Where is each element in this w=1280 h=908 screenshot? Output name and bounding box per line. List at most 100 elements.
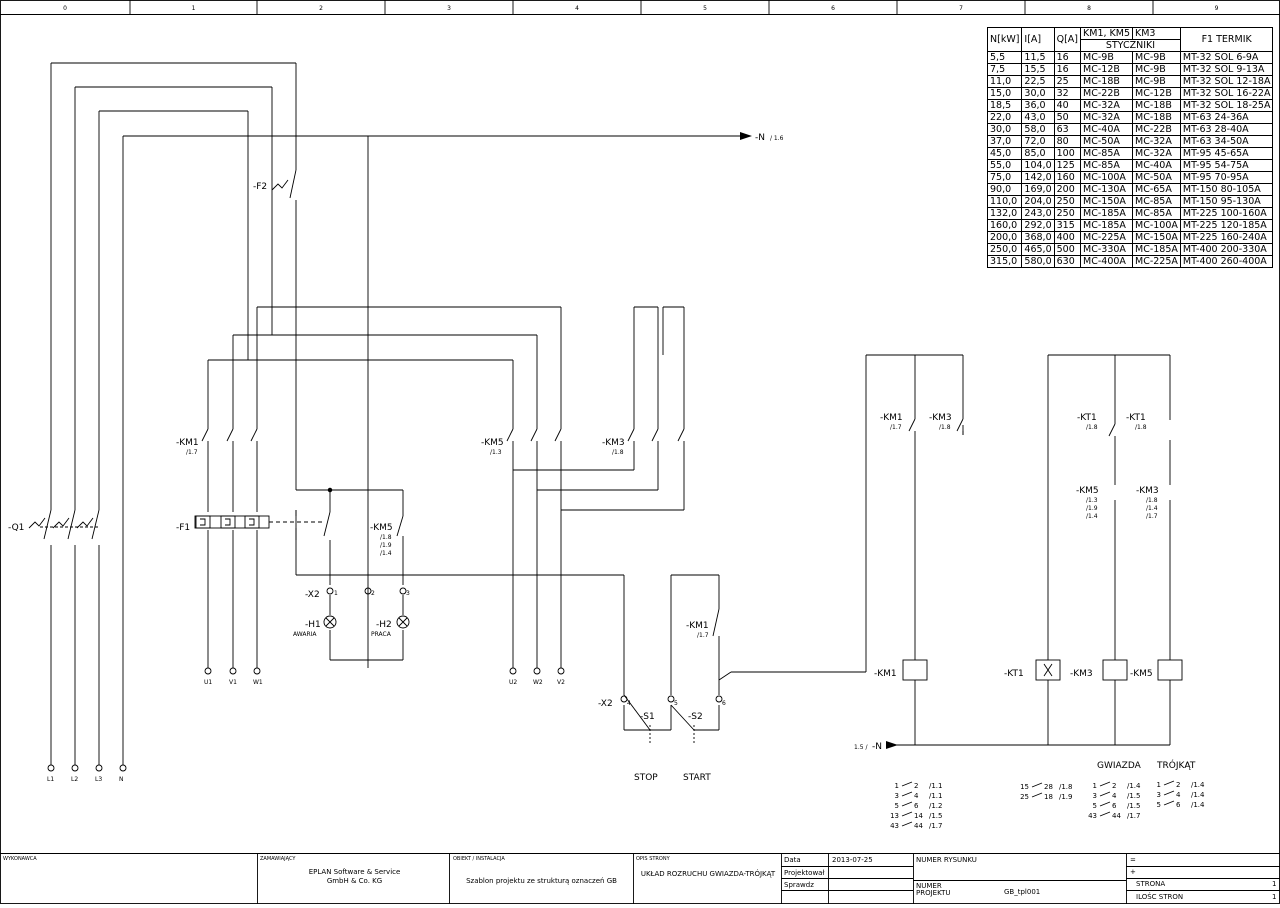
q1-label: -Q1 <box>8 523 24 533</box>
terminal-12 <box>399 587 407 595</box>
column-number: 3 <box>447 5 451 12</box>
x2-terminal-number: 3 <box>406 590 410 597</box>
km3-xref-to: 6 <box>1112 802 1117 810</box>
km1-xref-sym <box>901 781 913 787</box>
km5-xref-from: 5 <box>1157 801 1161 809</box>
terminal-8 <box>95 764 103 772</box>
col-current: I[A] <box>1021 27 1055 52</box>
contact-7-blade <box>651 428 659 442</box>
table-cell: 315,0 <box>986 255 1023 268</box>
table-cell: MC-9B <box>1132 63 1181 76</box>
km5-interlock-ref: /1.9 <box>1086 505 1098 512</box>
f2-thermal <box>271 179 289 191</box>
f1-bimetal-2 <box>249 518 255 526</box>
km5-interlock-label: -KM5 <box>1076 486 1099 496</box>
km3-xref-from: 43 <box>1088 812 1097 820</box>
tb-obiekt-label: OBIEKT / INSTALACJA <box>453 856 505 862</box>
km5-xref-ref: /1.4 <box>1191 791 1205 799</box>
motor1-terminal: V1 <box>229 679 237 686</box>
tb-eq-label: = <box>1130 856 1136 864</box>
km3-xref-ref: /1.7 <box>1127 812 1141 820</box>
km1-xref-ref: /1.1 <box>929 782 943 790</box>
contact-5-blade <box>554 428 562 442</box>
h1-name: AWARIA <box>293 631 317 638</box>
km3-xref-to: 44 <box>1112 812 1121 820</box>
km3-interlock-ref: /1.4 <box>1146 505 1158 512</box>
motor1-terminal: W1 <box>253 679 263 686</box>
kt1-xref-ref: /1.9 <box>1059 793 1073 801</box>
tb-zamawiajacy-value2: GmbH & Co. KG <box>326 877 383 885</box>
kt1-xref-from: 15 <box>1020 783 1029 791</box>
tb-ilosc-label: ILOŚC STRON <box>1136 893 1184 901</box>
motor2-terminal: W2 <box>533 679 543 686</box>
table-cell: 630 <box>1053 255 1082 268</box>
q1-blade-1 <box>67 509 76 540</box>
km5-xref-from: 1 <box>1157 781 1161 789</box>
terminal-13 <box>620 695 628 703</box>
x2-label: -X2 <box>305 590 320 600</box>
km3-xref-ref: /1.5 <box>1127 802 1141 810</box>
s1-label: -S1 <box>640 712 655 722</box>
n-in-label: -N <box>872 742 882 752</box>
km1-xref-to: 2 <box>914 782 918 790</box>
s2-link <box>670 704 695 731</box>
table-cell: 160 <box>1053 171 1082 184</box>
tb-plus-label: + <box>1130 868 1136 876</box>
terminal-6 <box>47 764 55 772</box>
contact-4-blade <box>530 428 538 442</box>
km5-xref-sym <box>1163 790 1175 796</box>
km3-xref-ref: /1.5 <box>1127 792 1141 800</box>
km5-xref-to: 6 <box>1176 801 1181 809</box>
km3-xref-sym <box>1099 791 1111 797</box>
h2-label: -H2 <box>376 620 392 630</box>
km5-xref-to: 4 <box>1176 791 1181 799</box>
tb-numer-rysunku-label: NUMER RYSUNKU <box>916 856 977 864</box>
km1-xref-from: 3 <box>895 792 899 800</box>
contact-3-blade <box>506 428 514 442</box>
contactor-selection-table: N[kW] I[A] Q[A] KM1, KM5 KM3 F1 TERMIK S… <box>986 27 1274 268</box>
kt1-xref-to: 18 <box>1044 793 1053 801</box>
km3-xref-sym <box>1099 801 1111 807</box>
terminal-15 <box>715 695 723 703</box>
km3-xref-to: 4 <box>1112 792 1117 800</box>
km1-xref-sym <box>901 821 913 827</box>
contact-0-blade <box>201 428 209 442</box>
supply-terminal: L1 <box>47 776 54 783</box>
table-cell: 580,0 <box>1021 255 1055 268</box>
col-breaker: Q[A] <box>1053 27 1082 52</box>
terminal-9 <box>119 764 127 772</box>
contact-10-blade <box>712 608 720 637</box>
table-cell: 16 <box>1053 51 1082 64</box>
column-number: 2 <box>319 5 323 12</box>
km1-xref-from: 13 <box>890 812 899 820</box>
terminal-2 <box>253 667 261 675</box>
km5-interlock-ref: /1.4 <box>1086 513 1098 520</box>
terminal-0 <box>204 667 212 675</box>
km3-xref-to: 2 <box>1112 782 1116 790</box>
table-cell: 100 <box>1053 147 1082 160</box>
tb-strona-value: 1 <box>1272 880 1277 888</box>
f2-blade <box>289 169 297 199</box>
terminal-4 <box>533 667 541 675</box>
tb-data-label: Data <box>784 856 801 864</box>
x2-terminal-number: 2 <box>371 590 375 597</box>
km1-xref-sym <box>901 791 913 797</box>
lamp-0 <box>323 615 337 629</box>
f1-no-blade <box>323 511 331 537</box>
terminal-1 <box>229 667 237 675</box>
km1-xref-ref: /1.5 <box>929 812 943 820</box>
contact-12-blade <box>956 418 964 432</box>
table-cell: MC-85A <box>1132 195 1181 208</box>
kt1-xref-from: 25 <box>1020 793 1029 801</box>
km5-xref-ref: /1.4 <box>1191 781 1205 789</box>
km5-xref-sym <box>1163 780 1175 786</box>
km1-ref: /1.7 <box>186 449 198 456</box>
km5-xref-from: 3 <box>1157 791 1161 799</box>
table-cell: MC-400A <box>1080 255 1133 268</box>
q1-blade-2 <box>91 509 100 540</box>
